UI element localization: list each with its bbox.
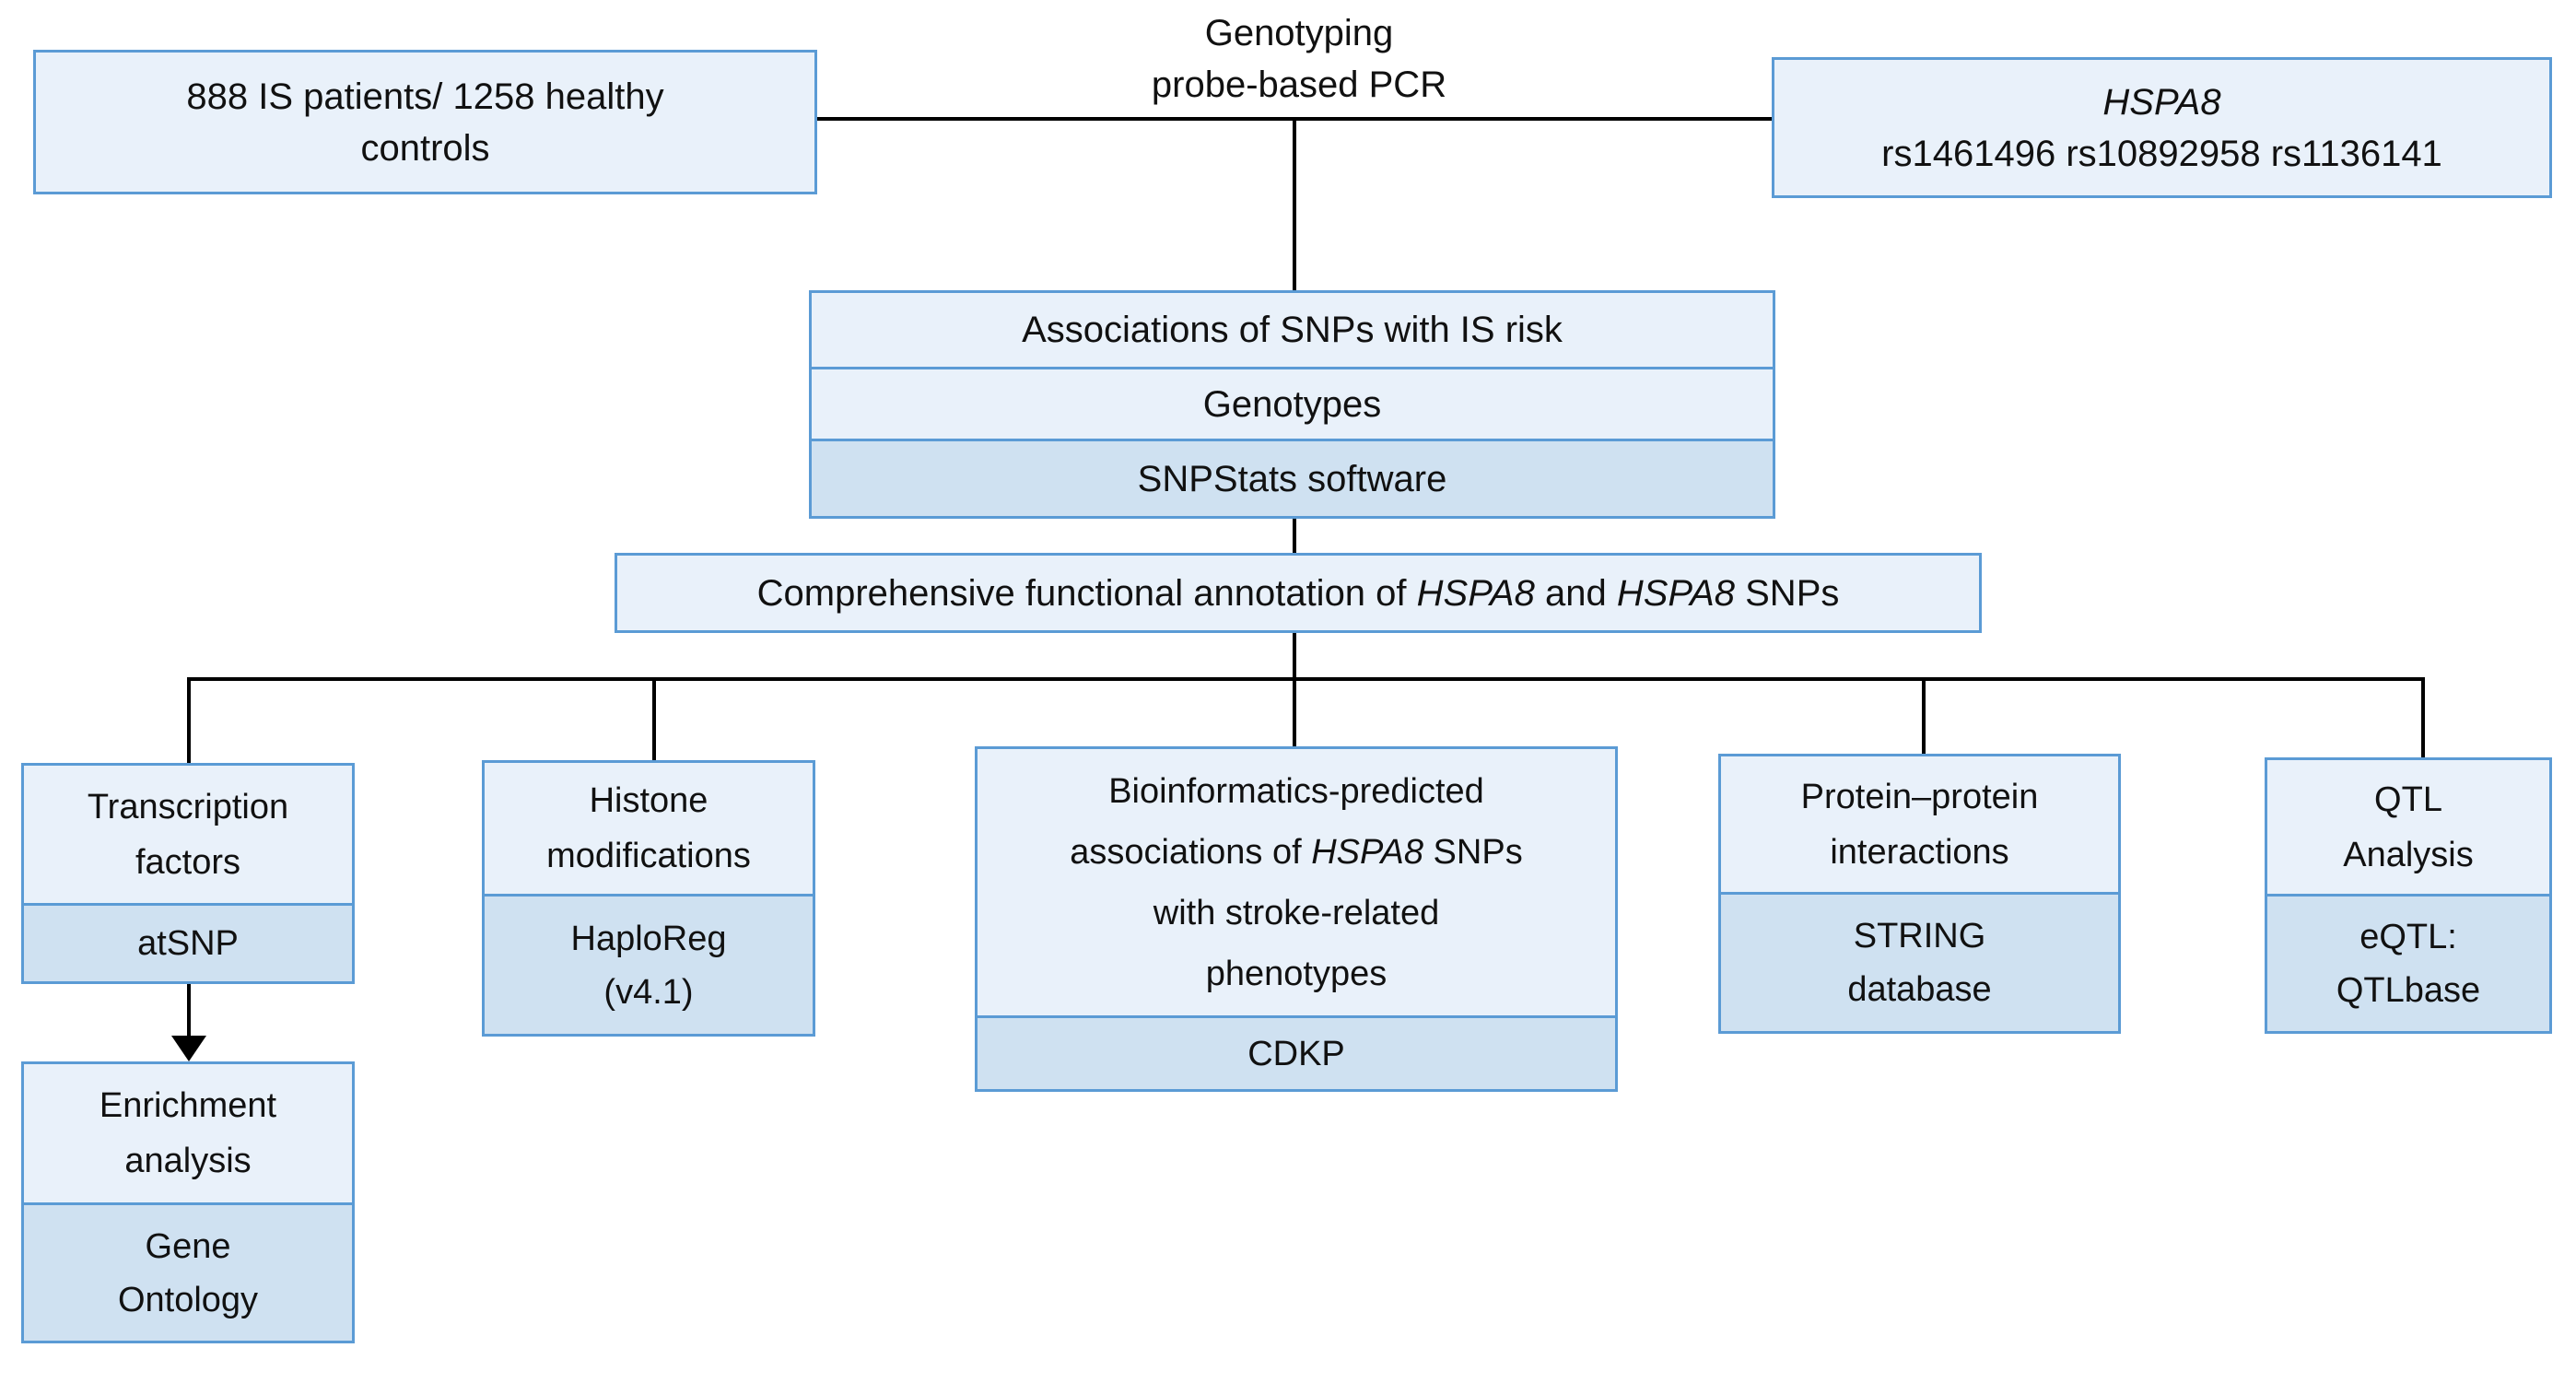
- enrichment-analysis-box: Enrichment analysis Gene Ontology: [21, 1061, 355, 1343]
- hspa8-snps: rs1461496 rs10892958 rs1136141: [1881, 133, 2442, 174]
- arrow-down-icon: [171, 1036, 206, 1061]
- histone-title-line2: modifications: [546, 837, 751, 875]
- comprehensive-part2: and: [1534, 572, 1617, 614]
- genotyping-label: Genotyping probe-based PCR: [1060, 7, 1539, 111]
- bioinformatics-title-line1: Bioinformatics-predicted: [1108, 771, 1484, 811]
- bioinformatics-title-line3: with stroke-related: [1153, 893, 1440, 932]
- tool-qtlbase-line2: QTLbase: [2336, 971, 2481, 1010]
- ppi-title: Protein–protein interactions: [1721, 756, 2118, 892]
- tool-haploreg-line1: HaploReg: [570, 919, 727, 958]
- patients-line1: 888 IS patients/ 1258 healthy: [186, 76, 664, 117]
- stack-row-associations: Associations of SNPs with IS risk: [812, 293, 1773, 367]
- tool-cdkp: CDKP: [978, 1015, 1615, 1089]
- patients-box: 888 IS patients/ 1258 healthy controls: [33, 50, 817, 194]
- comprehensive-gene1: HSPA8: [1416, 572, 1535, 614]
- bioinformatics-line2-gene: HSPA8: [1311, 832, 1423, 872]
- stack-row-snpstats: SNPStats software: [812, 439, 1773, 516]
- comprehensive-annotation-box: Comprehensive functional annotation of H…: [615, 553, 1982, 633]
- associations-stack: Associations of SNPs with IS risk Genoty…: [809, 290, 1775, 519]
- genotyping-line2: probe-based PCR: [1151, 64, 1447, 105]
- connector-branch-horizontal: [187, 677, 2425, 681]
- tool-string-database: STRING database: [1721, 892, 2118, 1031]
- tool-cdkp-label: CDKP: [1247, 1034, 1345, 1073]
- branch-histone-modifications-box: Histone modifications HaploReg (v4.1): [482, 760, 815, 1037]
- enrichment-title-line2: analysis: [124, 1142, 252, 1180]
- stack-row-genotypes-label: Genotypes: [1202, 383, 1382, 425]
- comprehensive-annotation-text: Comprehensive functional annotation of H…: [757, 568, 1840, 619]
- connector-drop-transcription: [187, 679, 191, 764]
- connector-atsnp-to-enrichment: [187, 984, 191, 1037]
- connector-drop-bioinformatics: [1293, 679, 1296, 747]
- hspa8-box: HSPA8 rs1461496 rs10892958 rs1136141: [1772, 57, 2552, 198]
- genotyping-line1: Genotyping: [1204, 13, 1394, 53]
- tool-haploreg-line2: (v4.1): [603, 972, 694, 1012]
- tool-qtlbase-line1: eQTL:: [2359, 918, 2457, 956]
- qtl-title-line2: Analysis: [2343, 835, 2474, 874]
- bioinformatics-line2-part1: associations of: [1070, 832, 1312, 872]
- ppi-title-line2: interactions: [1830, 832, 2009, 872]
- tool-qtlbase: eQTL: QTLbase: [2267, 894, 2549, 1031]
- tool-gene-ontology: Gene Ontology: [24, 1202, 352, 1341]
- branch-bioinformatics-box: Bioinformatics-predicted associations of…: [975, 746, 1618, 1092]
- transcription-title: Transcription factors: [24, 766, 352, 903]
- connector-comprehensive-to-branchline: [1293, 633, 1296, 681]
- histone-title-line1: Histone: [589, 781, 708, 820]
- tool-atsnp-label: atSNP: [137, 924, 239, 963]
- stack-row-snpstats-label: SNPStats software: [1137, 458, 1447, 499]
- enrichment-title: Enrichment analysis: [24, 1064, 352, 1202]
- comprehensive-part1: Comprehensive functional annotation of: [756, 572, 1417, 614]
- connector-stack-to-comprehensive: [1293, 515, 1296, 557]
- qtl-title-line1: QTL: [2374, 779, 2442, 819]
- tool-haploreg: HaploReg (v4.1): [485, 894, 813, 1034]
- tool-gene-ontology-line1: Gene: [145, 1226, 231, 1266]
- bioinformatics-title-line2: associations of HSPA8 SNPs: [1070, 822, 1522, 883]
- branch-transcription-factors-box: Transcription factors atSNP: [21, 763, 355, 984]
- transcription-title-line2: factors: [135, 842, 241, 882]
- comprehensive-gene2: HSPA8: [1616, 572, 1736, 614]
- comprehensive-part3: SNPs: [1735, 572, 1840, 614]
- connector-drop-histone: [652, 679, 656, 761]
- enrichment-title-line1: Enrichment: [99, 1086, 277, 1125]
- tool-string-line1: STRING: [1853, 917, 1986, 955]
- connector-drop-ppi: [1922, 679, 1926, 755]
- connector-top-vertical: [1293, 119, 1296, 292]
- bioinformatics-line2-part2: SNPs: [1423, 832, 1523, 872]
- branch-qtl-box: QTL Analysis eQTL: QTLbase: [2265, 757, 2552, 1034]
- patients-line2: controls: [360, 127, 490, 169]
- qtl-title: QTL Analysis: [2267, 760, 2549, 894]
- bioinformatics-title: Bioinformatics-predicted associations of…: [978, 749, 1615, 1015]
- tool-string-line2: database: [1847, 970, 1992, 1009]
- hspa8-gene: HSPA8: [2102, 81, 2221, 123]
- tool-atsnp: atSNP: [24, 903, 352, 981]
- branch-ppi-box: Protein–protein interactions STRING data…: [1718, 754, 2121, 1034]
- connector-drop-qtl: [2421, 679, 2425, 758]
- tool-gene-ontology-line2: Ontology: [117, 1280, 259, 1319]
- bioinformatics-title-line4: phenotypes: [1205, 954, 1388, 993]
- histone-title: Histone modifications: [485, 763, 813, 894]
- stack-row-associations-label: Associations of SNPs with IS risk: [1022, 310, 1563, 350]
- ppi-title-line1: Protein–protein: [1800, 777, 2039, 816]
- stack-row-genotypes: Genotypes: [812, 367, 1773, 439]
- transcription-title-line1: Transcription: [87, 787, 289, 826]
